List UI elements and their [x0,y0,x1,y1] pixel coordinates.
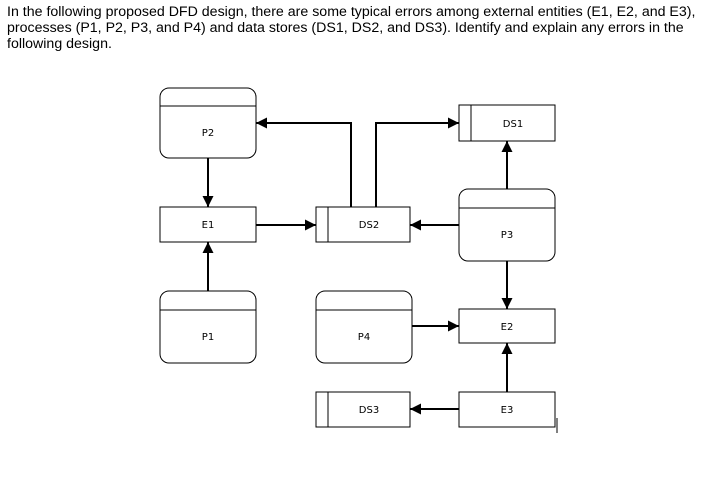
datastore-ds1-label: DS1 [503,119,523,130]
entity-e2-label: E2 [501,322,514,333]
question-text: In the following proposed DFD design, th… [7,4,696,52]
process-p4-label: P4 [358,332,370,343]
datastore-ds2: DS2 [315,206,411,243]
datastore-ds1: DS1 [458,104,556,142]
process-p3-label: P3 [501,230,513,241]
process-p2-label: P2 [202,128,214,139]
process-p3: P3 [458,188,556,262]
flow-ds2-to-p2 [256,117,352,207]
datastore-ds3-label: DS3 [359,405,379,416]
datastore-ds2-label: DS2 [359,220,379,231]
entity-e1: E1 [159,206,257,243]
entity-e1-label: E1 [202,220,215,231]
datastore-ds3: DS3 [315,391,411,428]
entity-e2: E2 [458,308,556,344]
process-p1-label: P1 [202,332,214,343]
flow-ds2-to-ds1 [375,117,459,207]
process-p4: P4 [315,290,413,364]
process-p2: P2 [159,87,257,159]
process-p1: P1 [159,290,257,364]
entity-e3: E3 [458,391,558,433]
entity-e3-label: E3 [501,405,514,416]
